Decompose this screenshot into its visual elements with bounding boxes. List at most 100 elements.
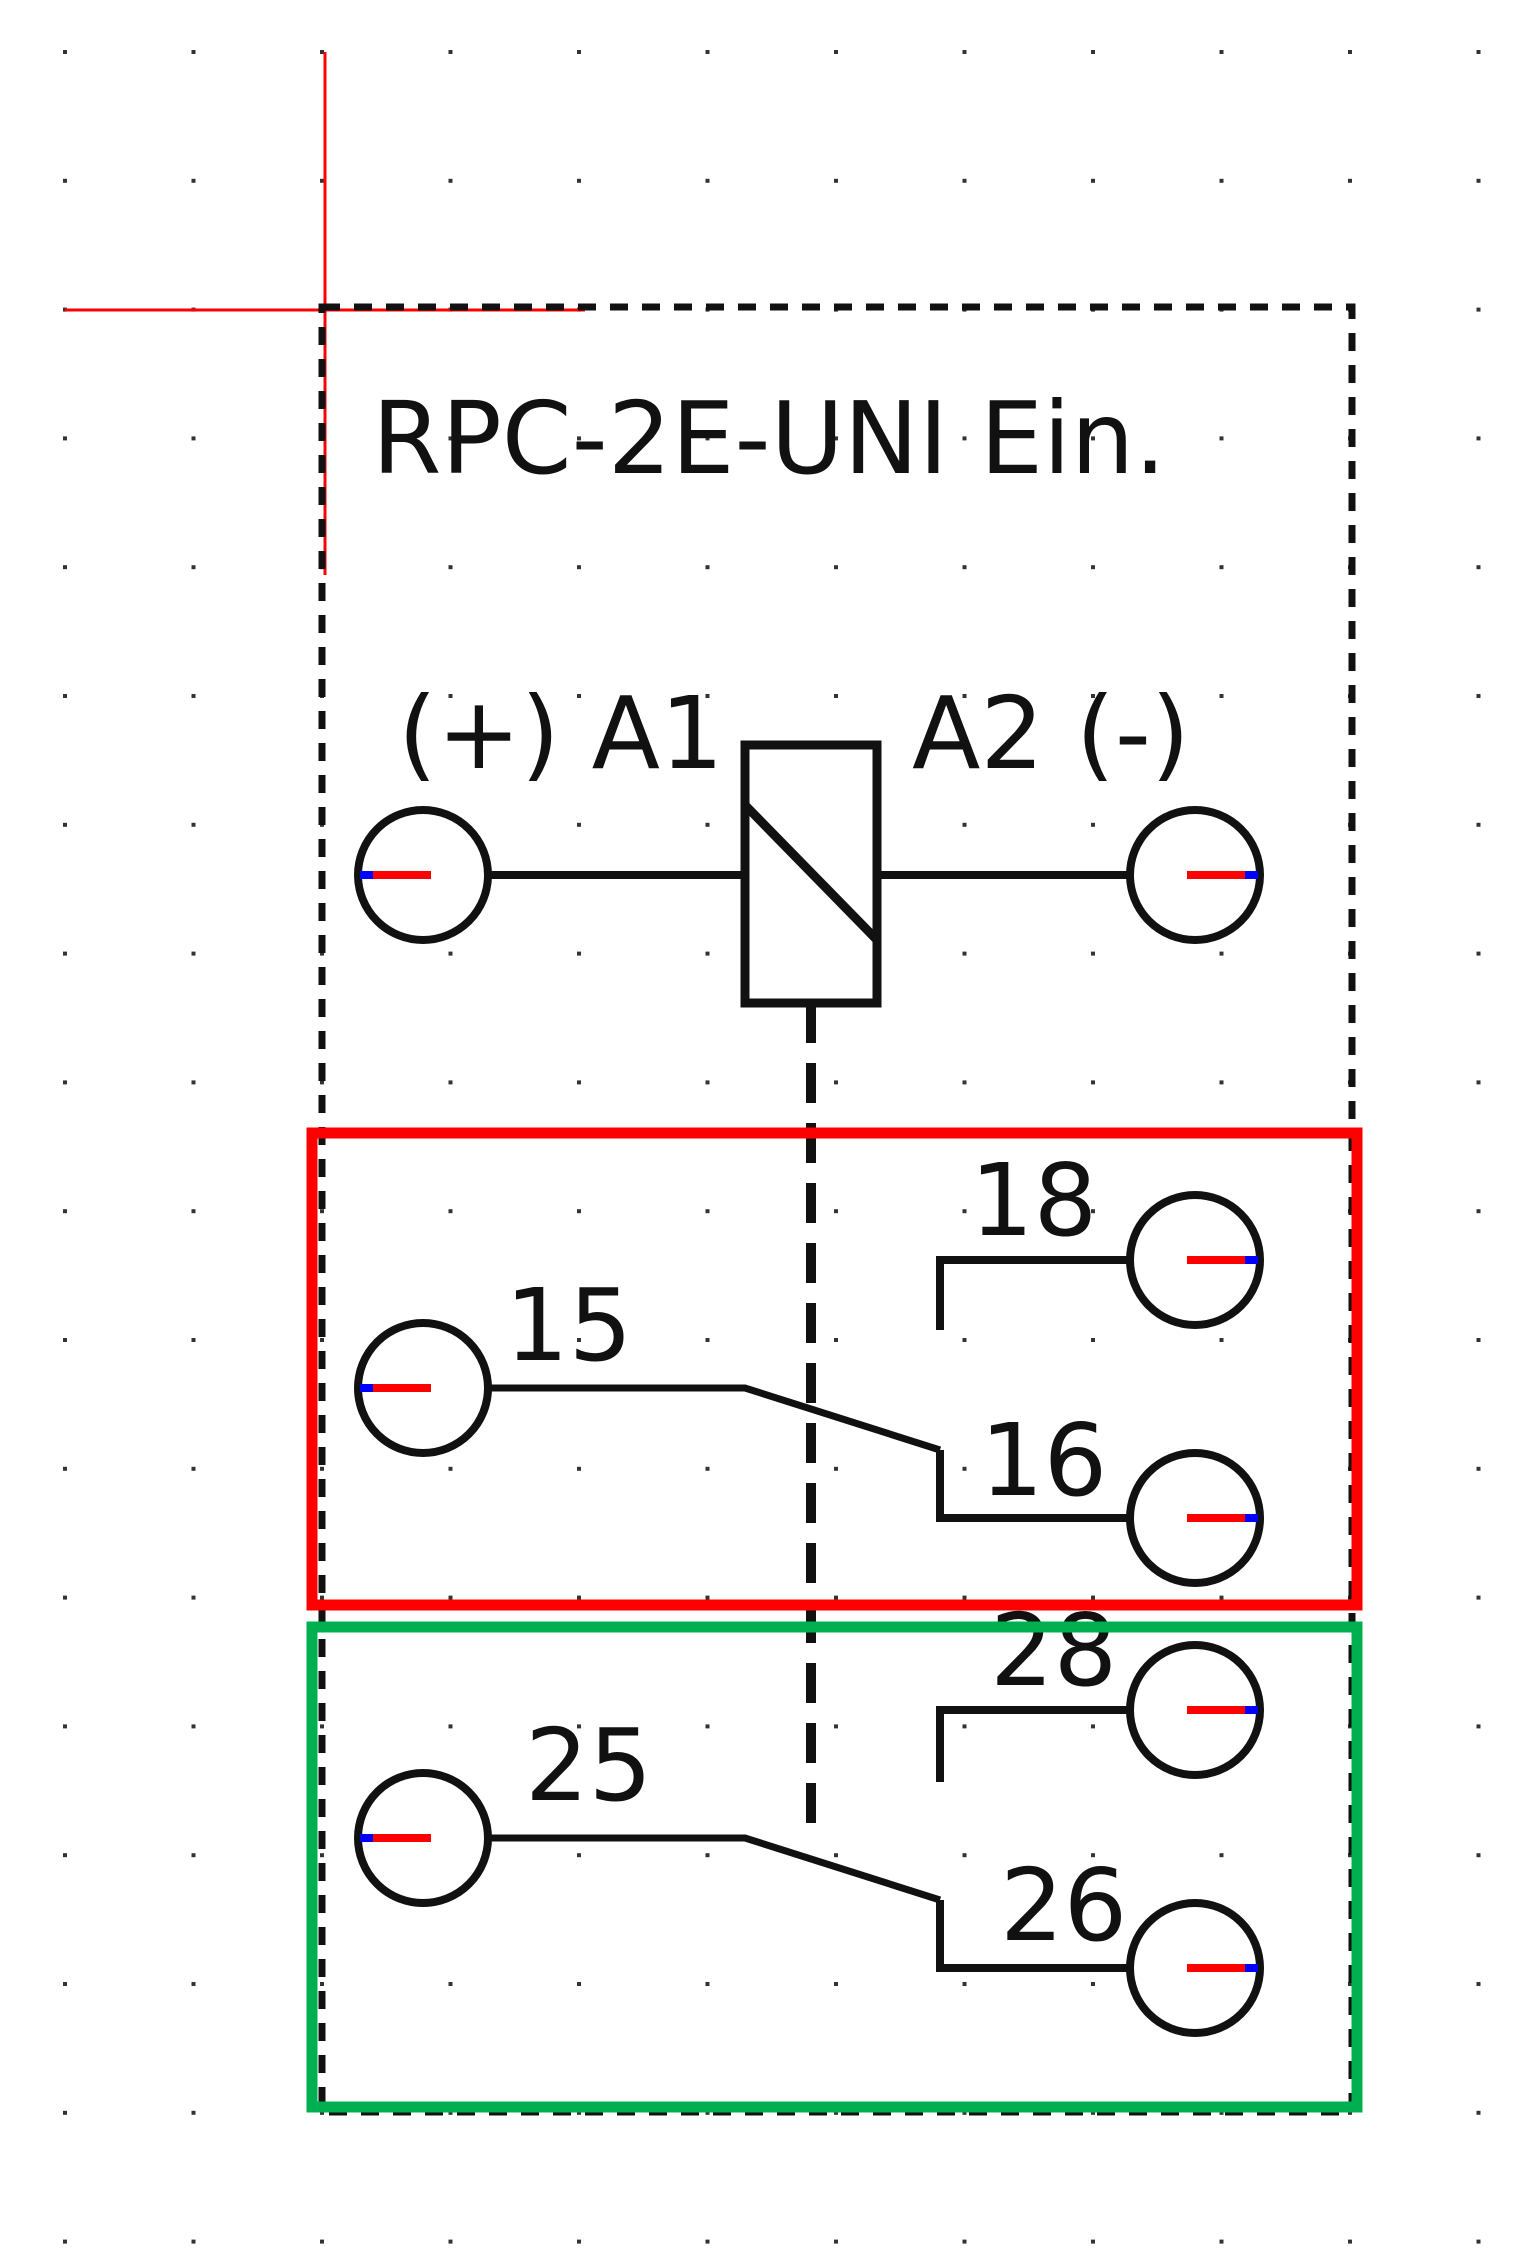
grid-dot	[448, 1595, 453, 1600]
grid-dot	[320, 50, 324, 54]
grid-dot	[63, 1338, 67, 1342]
highlight-contact-set-2[interactable]	[306, 1621, 1363, 2113]
grid-dot	[448, 1982, 453, 1986]
grid-dot	[1091, 1338, 1095, 1342]
grid-dot	[63, 1466, 67, 1471]
grid-dot	[577, 1080, 581, 1085]
grid-dot	[577, 1595, 581, 1600]
grid-dot	[834, 1595, 838, 1600]
grid-dot	[962, 50, 967, 54]
grid-dot	[577, 1724, 581, 1729]
grid-dot	[834, 1982, 838, 1986]
grid-dot	[577, 951, 581, 956]
grid-dot	[191, 1724, 196, 1729]
grid-dot	[705, 1982, 710, 1986]
grid-dot	[448, 694, 453, 698]
grid-dot	[962, 1982, 967, 1986]
terminal-28[interactable]	[1126, 1641, 1264, 1779]
grid-dot	[63, 1853, 67, 1858]
terminal-a2[interactable]	[1126, 806, 1264, 944]
grid-dot	[63, 951, 67, 956]
contact-2-no-label: 26	[1000, 1847, 1127, 1964]
grid-dot	[448, 1466, 453, 1471]
grid-dot	[705, 1724, 710, 1729]
grid-dot	[1219, 1595, 1224, 1600]
highlight-contact-set-1[interactable]	[306, 1127, 1363, 1611]
grid-dot	[1091, 1209, 1095, 1214]
grid-dot	[705, 951, 710, 956]
grid-dot	[1091, 1595, 1095, 1600]
terminals	[354, 806, 1264, 2037]
grid-dot	[1091, 2110, 1095, 2115]
contact-1-switch-arm	[490, 1384, 942, 1454]
grid-dot	[320, 1595, 324, 1600]
grid-dot	[1476, 1724, 1481, 1729]
grid-dot	[320, 178, 324, 183]
grid-dot	[705, 1338, 710, 1342]
grid-dot	[191, 2110, 196, 2115]
grid-dot	[1091, 822, 1095, 827]
grid-dot	[63, 1982, 67, 1986]
grid-dot	[962, 1080, 967, 1085]
grid-dot	[1476, 1080, 1481, 1085]
grid-dot	[577, 1209, 581, 1214]
grid-dot	[1091, 1853, 1095, 1858]
terminal-a1[interactable]	[354, 806, 492, 944]
grid-dot	[63, 178, 67, 183]
grid-dot	[320, 1209, 324, 1214]
grid-dot	[1476, 1466, 1481, 1471]
contact-set-2: 28 25 26	[490, 1592, 1130, 1972]
grid-dot	[1091, 1080, 1095, 1085]
grid-dot	[448, 50, 453, 54]
terminal-18[interactable]	[1126, 1191, 1264, 1329]
grid-dot	[962, 1466, 967, 1471]
grid-dot	[191, 50, 196, 54]
relay-component[interactable]: RPC-2E-UNI Ein. (+) A1 A2 (-) 18 15 16 2…	[318, 303, 1356, 2116]
grid-dot	[962, 436, 967, 441]
contact-1-nc-wire	[936, 1256, 1130, 1330]
grid-dot	[1476, 1595, 1481, 1600]
grid-dot	[705, 1209, 710, 1214]
contact-2-switch-arm	[490, 1834, 942, 1904]
grid-dot	[63, 1080, 67, 1085]
grid-dot	[448, 2110, 453, 2115]
grid-dot	[1348, 50, 1352, 54]
grid-dot	[962, 178, 967, 183]
grid-dot	[962, 2239, 967, 2244]
grid-dot	[1091, 951, 1095, 956]
grid-dot	[448, 2239, 453, 2244]
grid-dot	[1476, 951, 1481, 956]
grid-dot	[448, 1209, 453, 1214]
grid-dot	[705, 565, 710, 570]
grid-dot	[962, 565, 967, 570]
coil-diagonal	[741, 801, 881, 944]
grid-dot	[320, 1338, 324, 1342]
grid-dot	[1219, 565, 1224, 570]
grid-dot	[1476, 2110, 1481, 2115]
grid-dot	[577, 178, 581, 183]
coil: (+) A1 A2 (-)	[398, 675, 1190, 1838]
terminal-26[interactable]	[1126, 1899, 1264, 2037]
grid-dot	[1091, 1982, 1095, 1986]
grid-dot	[705, 822, 710, 827]
grid-dot	[962, 2110, 967, 2115]
grid-dot	[1219, 50, 1224, 54]
terminal-15[interactable]	[354, 1319, 492, 1457]
grid-dot	[1348, 2239, 1352, 2244]
grid-dot	[834, 1338, 838, 1342]
coil-a1-label: (+) A1	[398, 675, 724, 792]
grid-dot	[834, 1724, 838, 1729]
terminal-16[interactable]	[1126, 1449, 1264, 1587]
grid-dot	[834, 178, 838, 183]
grid-dot	[1476, 50, 1481, 54]
grid-dot	[63, 1209, 67, 1214]
grid-dot	[63, 1595, 67, 1600]
grid-dot	[705, 1466, 710, 1471]
grid-dot	[705, 1080, 710, 1085]
grid-dot	[1348, 178, 1352, 183]
grid-dot	[63, 2239, 67, 2244]
terminal-25[interactable]	[354, 1769, 492, 1907]
grid-dot	[1219, 951, 1224, 956]
grid-dot	[962, 822, 967, 827]
